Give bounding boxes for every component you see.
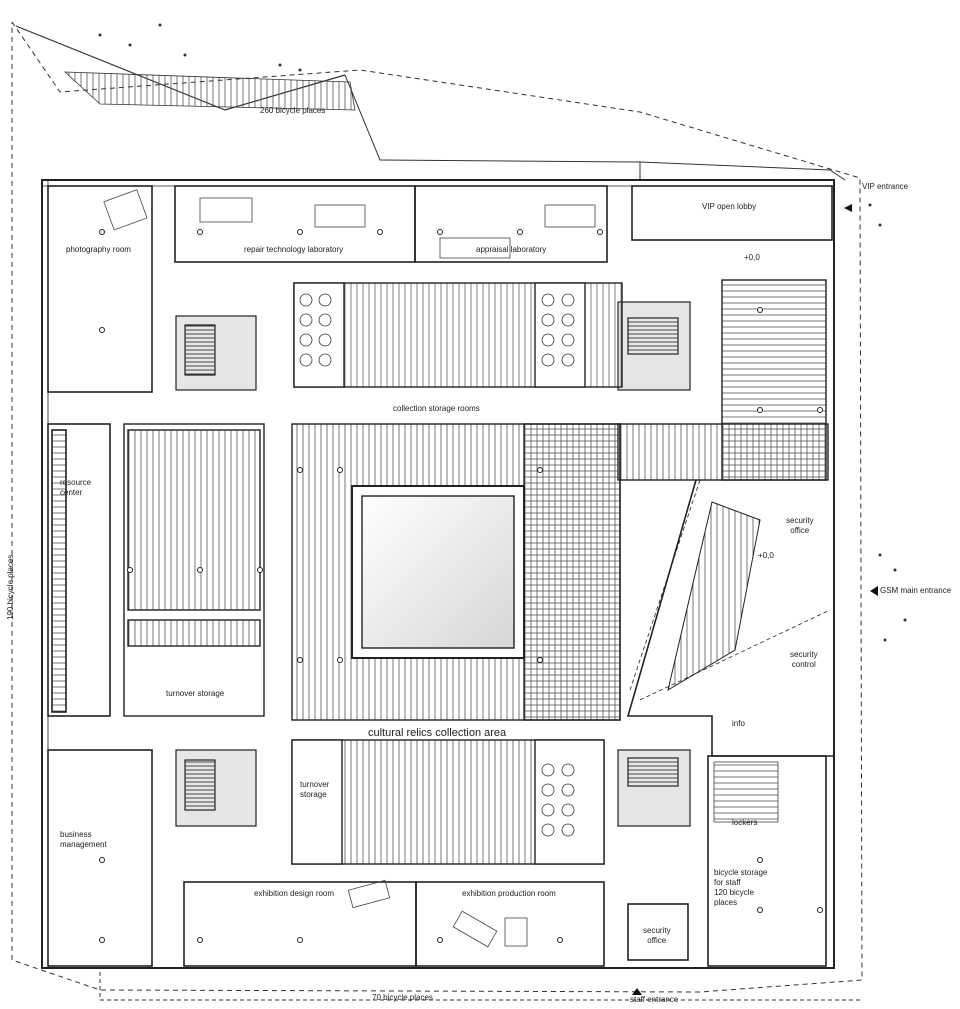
storage-left <box>123 423 265 717</box>
entrance-lobby <box>626 479 834 757</box>
stair-cores <box>175 301 691 827</box>
resource-center-label: resource center <box>60 478 92 497</box>
level-mid-label: +0,0 <box>758 551 774 560</box>
exhibition-design-label: exhibition design room <box>254 889 335 898</box>
top-furniture <box>103 189 596 259</box>
vip-lobby-label: VIP open lobby <box>702 202 757 211</box>
turnover-center-label: turnover storage <box>300 780 330 799</box>
collection-area-label: cultural relics collection area <box>368 727 507 739</box>
security-control-label: security control <box>790 650 818 669</box>
top-rooms <box>47 185 833 393</box>
photography-label: photography room <box>66 245 131 254</box>
appraisal-label: appraisal laboratory <box>476 245 547 254</box>
storage-circles <box>299 293 575 837</box>
storage-right <box>617 279 829 481</box>
bottom-furniture <box>347 761 779 948</box>
entrance-arrows <box>632 204 878 995</box>
structural-columns <box>99 229 823 943</box>
bike-staff-label: bicycle storage for staff 120 bicycle pl… <box>714 868 768 907</box>
security-office-right-label: security office <box>786 516 814 535</box>
landscape-dots <box>98 23 907 642</box>
gsm-entrance-label: GSM main entrance <box>880 586 952 595</box>
collection-storage-label: collection storage rooms <box>393 404 480 413</box>
turnover-left-label: turnover storage <box>166 689 225 698</box>
left-rooms <box>47 423 153 967</box>
lockers-label: lockers <box>732 818 758 827</box>
bike-top-label: 260 bicycle places <box>260 106 326 115</box>
business-label: business management <box>60 830 107 849</box>
level-top-label: +0,0 <box>744 253 760 262</box>
staff-entrance-label: staff entrance <box>630 995 679 1004</box>
repair-label: repair technology laboratory <box>244 245 344 254</box>
bike-rack-top <box>63 71 356 111</box>
bike-left-label: 190 bicycle places <box>6 554 15 620</box>
exhibition-production-label: exhibition production room <box>462 889 556 898</box>
vip-entrance-label: VIP entrance <box>862 182 909 191</box>
security-office-bottom-label: security office <box>643 926 671 945</box>
bike-bottom-label: 70 bicycle places <box>372 993 433 1002</box>
storage-center <box>291 423 621 721</box>
storage-bottom <box>291 739 605 865</box>
info-label: info <box>732 719 745 728</box>
